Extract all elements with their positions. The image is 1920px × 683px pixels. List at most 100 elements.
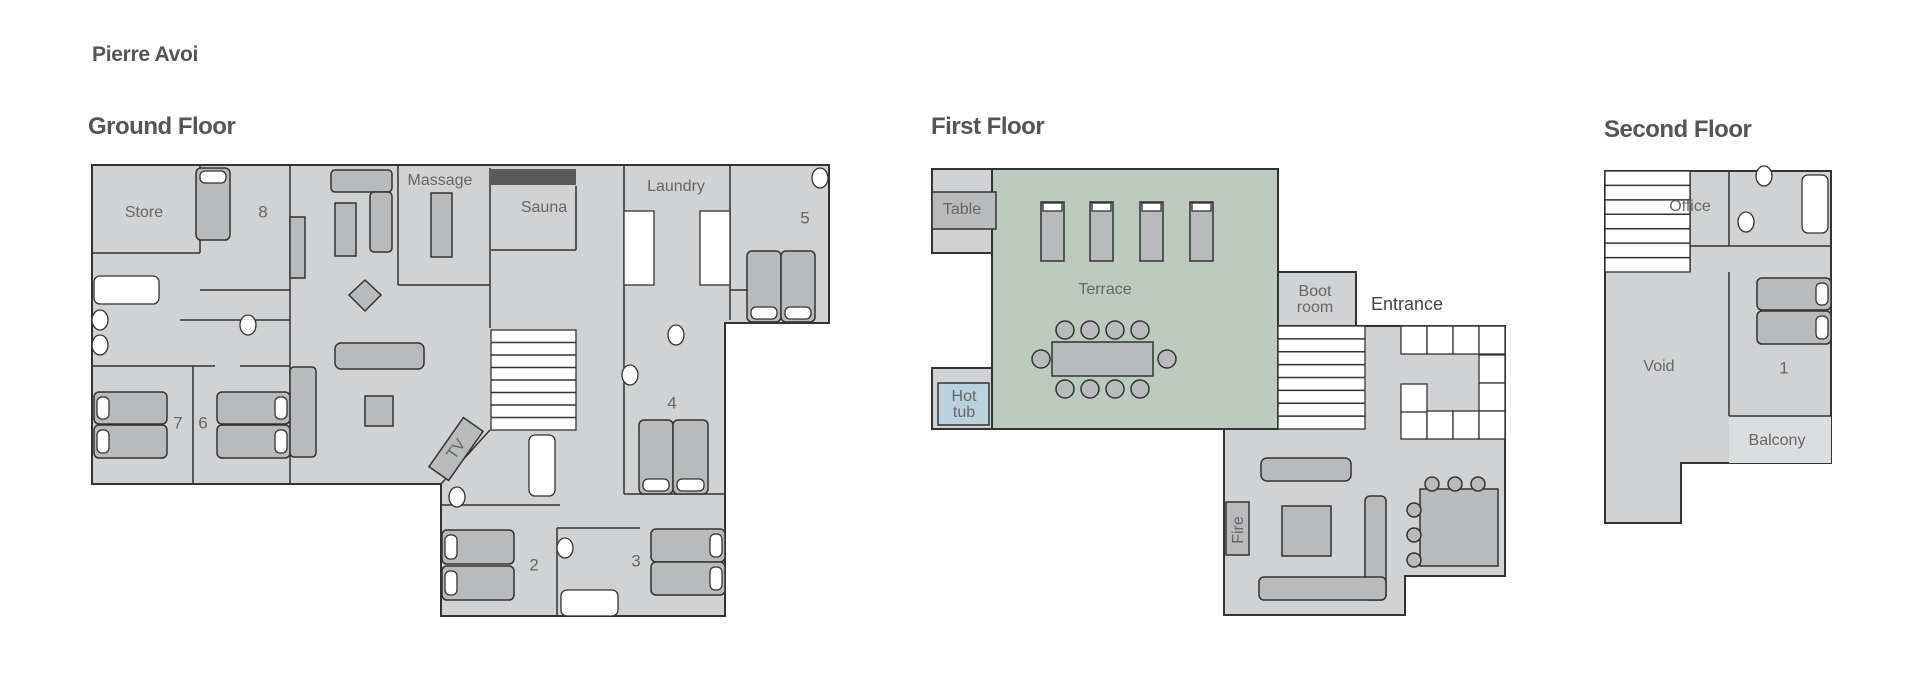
sun-lounger-icon	[1189, 201, 1214, 262]
ground-floor-plan: Store 8 Massage Sauna Laundry 5 4 7 6 TV…	[91, 164, 830, 617]
pillow-icon	[444, 570, 458, 596]
lounger-pillow	[1091, 202, 1112, 212]
bed-icon	[93, 424, 168, 459]
sun-lounger-icon	[1139, 201, 1164, 262]
toilet-icon	[621, 364, 639, 386]
bed-icon	[441, 529, 515, 565]
diamond-table-icon	[347, 278, 383, 313]
room-label-room: room	[1297, 299, 1333, 316]
sun-lounger-icon	[1089, 201, 1114, 262]
pillow-icon	[1815, 282, 1829, 306]
toilet-icon	[91, 334, 109, 356]
bathtub-icon	[93, 275, 160, 305]
chair-icon	[1105, 320, 1125, 340]
dining-table-icon	[1419, 488, 1499, 567]
sofa-icon	[1258, 576, 1387, 601]
dryer-unit-icon	[699, 210, 731, 286]
bathtub-icon	[560, 589, 619, 617]
pillow-icon	[709, 533, 723, 558]
second-floor-title: Second Floor	[1604, 116, 1752, 143]
plan-title: Pierre Avoi	[92, 43, 199, 66]
shelf-icon	[289, 216, 306, 279]
room-label-entrance: Entrance	[1371, 294, 1443, 314]
room-label-office: Office	[1669, 198, 1711, 215]
kitchen-counter-icon	[1478, 325, 1506, 355]
bed-icon	[93, 391, 168, 425]
chair-icon	[1406, 552, 1422, 568]
bed-icon	[195, 167, 231, 241]
room-label-1: 1	[1779, 358, 1788, 377]
toilet-icon	[667, 324, 685, 346]
pillow-icon	[199, 170, 227, 184]
balcony-area	[1729, 416, 1831, 463]
chair-icon	[1130, 379, 1150, 399]
pillow-icon	[96, 396, 110, 420]
chair-icon	[1424, 476, 1440, 492]
toilet-icon	[556, 537, 574, 559]
pillow-icon	[709, 566, 723, 591]
tv-unit: TV	[427, 416, 485, 482]
room-label-table: Table	[943, 201, 981, 218]
chair-icon	[1080, 379, 1100, 399]
sofa-icon	[334, 342, 425, 370]
kitchen-counter-icon	[1452, 410, 1480, 440]
toilet-icon	[91, 309, 109, 331]
room-label-6: 6	[198, 413, 207, 432]
room-label-5: 5	[800, 208, 809, 227]
pillow-icon	[642, 478, 670, 492]
toilet-icon	[448, 486, 466, 508]
pillow-icon	[444, 534, 458, 560]
ground-floor-furniture	[91, 165, 829, 617]
room-label-sauna: Sauna	[521, 199, 567, 216]
first-floor-plan: Table Terrace Boot room Entrance Hot tub…	[931, 168, 1506, 616]
pillow-icon	[750, 306, 778, 320]
room-label-3: 3	[631, 551, 640, 570]
sun-lounger-icon	[1040, 201, 1065, 262]
kitchen-counter-icon	[1400, 383, 1428, 413]
bed-icon	[672, 419, 709, 495]
chair-icon	[1031, 349, 1051, 369]
pillow-icon	[784, 306, 812, 320]
hot-tub-icon	[937, 382, 990, 426]
room-label-hot: Hot	[952, 388, 977, 405]
room-label-8: 8	[258, 202, 267, 221]
room-label-terrace: Terrace	[1078, 281, 1131, 298]
lounger-pillow	[1191, 202, 1212, 212]
bed-icon	[1756, 310, 1832, 345]
stairs-icon	[1604, 170, 1691, 273]
pillow-icon	[274, 396, 288, 420]
bed-icon	[780, 250, 816, 323]
bed-icon	[441, 565, 515, 601]
kitchen-counter-icon	[1426, 325, 1454, 355]
second-floor-furniture	[1604, 165, 1832, 417]
first-floor-furniture	[931, 191, 1506, 601]
washer-unit-icon	[623, 210, 655, 286]
bed-icon	[650, 561, 726, 596]
sofa-icon	[289, 366, 317, 458]
bathtub-icon	[528, 434, 556, 497]
kitchen-counter-icon	[1478, 410, 1506, 440]
chair-icon	[1470, 476, 1486, 492]
toilet-icon	[239, 314, 257, 336]
ground-floor-title: Ground Floor	[88, 113, 236, 140]
kitchen-counter-icon	[1452, 325, 1480, 355]
bathtub-icon	[1801, 174, 1829, 234]
room-label-store: Store	[125, 204, 163, 221]
toilet-icon	[811, 167, 829, 189]
chair-icon	[1447, 476, 1463, 492]
pillow-icon	[1815, 315, 1829, 340]
kitchen-counter-icon	[1400, 325, 1428, 355]
dining-table-icon	[1051, 341, 1154, 377]
room-label-balcony: Balcony	[1749, 432, 1806, 449]
room-label-7: 7	[173, 413, 182, 432]
chair-icon	[1105, 379, 1125, 399]
chair-icon	[1055, 379, 1075, 399]
table-icon	[334, 202, 357, 257]
toilet-icon	[1737, 211, 1755, 233]
sofa-icon	[369, 191, 393, 253]
coffee-table-icon	[364, 395, 394, 427]
chair-icon	[1406, 502, 1422, 518]
room-label-laundry: Laundry	[647, 178, 705, 195]
pillow-icon	[274, 429, 288, 454]
